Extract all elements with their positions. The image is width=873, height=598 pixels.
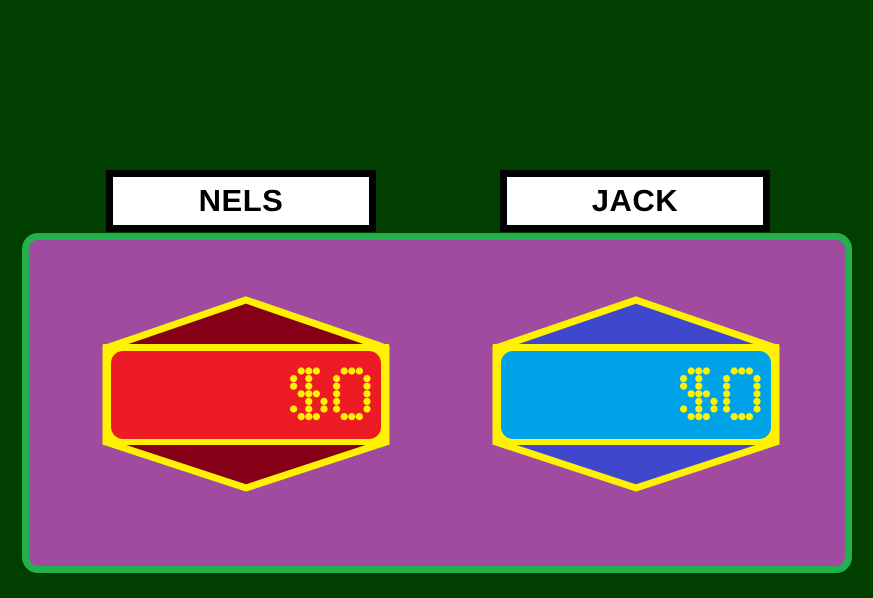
podium-band <box>501 351 771 439</box>
score-dot <box>363 390 371 398</box>
score-dot <box>290 375 298 383</box>
score-dot <box>305 375 313 383</box>
score-dot <box>320 397 328 405</box>
score-dot <box>723 375 731 383</box>
score-dot <box>297 390 305 398</box>
score-dot <box>290 405 298 413</box>
score-dot <box>297 413 305 421</box>
score-dot <box>305 405 313 413</box>
score-dot <box>333 405 341 413</box>
score-dot <box>738 367 746 375</box>
score-dot <box>745 413 753 421</box>
score-dot <box>695 413 703 421</box>
score-dot <box>730 413 738 421</box>
score-dot <box>305 367 313 375</box>
score-dot <box>710 405 718 413</box>
score-dot <box>333 390 341 398</box>
score-dot <box>363 405 371 413</box>
score-dot <box>305 413 313 421</box>
player-name-plate-nels: NELS <box>106 170 376 232</box>
score-dot <box>290 382 298 390</box>
score-display <box>290 367 371 421</box>
score-dot <box>753 397 761 405</box>
score-dot <box>305 397 313 405</box>
score-dot <box>695 390 703 398</box>
score-dot <box>753 405 761 413</box>
score-dot <box>687 413 695 421</box>
score-dot <box>363 397 371 405</box>
score-dot <box>333 397 341 405</box>
score-podium-nels <box>102 296 390 492</box>
score-dot <box>340 413 348 421</box>
score-dot <box>753 390 761 398</box>
score-dot <box>305 390 313 398</box>
score-display <box>680 367 761 421</box>
score-dot <box>695 405 703 413</box>
score-dot <box>355 413 363 421</box>
score-dot <box>730 367 738 375</box>
score-dot <box>363 382 371 390</box>
score-dot <box>753 375 761 383</box>
score-dot <box>687 367 695 375</box>
score-dot <box>695 375 703 383</box>
score-dot <box>702 390 710 398</box>
player-name-plate-jack: JACK <box>500 170 770 232</box>
score-dot <box>723 382 731 390</box>
score-dot <box>723 390 731 398</box>
score-dot <box>702 367 710 375</box>
score-dot <box>312 390 320 398</box>
score-dot <box>305 382 313 390</box>
score-dot <box>333 382 341 390</box>
score-dot <box>333 375 341 383</box>
score-dot <box>695 397 703 405</box>
score-dot <box>753 382 761 390</box>
score-dot <box>680 382 688 390</box>
score-digit <box>723 367 761 421</box>
score-dot <box>745 367 753 375</box>
score-digit <box>680 367 718 421</box>
score-dot <box>723 405 731 413</box>
score-dot <box>710 397 718 405</box>
score-dot <box>320 405 328 413</box>
score-dot <box>312 367 320 375</box>
score-dot <box>738 413 746 421</box>
player-name: NELS <box>198 183 284 218</box>
score-digit <box>333 367 371 421</box>
score-dot <box>680 375 688 383</box>
player-name: JACK <box>591 183 679 218</box>
score-digit <box>290 367 328 421</box>
score-dot <box>348 367 356 375</box>
score-dot <box>702 413 710 421</box>
score-dot <box>363 375 371 383</box>
score-dot <box>355 367 363 375</box>
score-dot <box>695 367 703 375</box>
score-dot <box>695 382 703 390</box>
score-dot <box>297 367 305 375</box>
score-dot <box>340 367 348 375</box>
podium-band <box>111 351 381 439</box>
score-dot <box>723 397 731 405</box>
score-podium-jack <box>492 296 780 492</box>
score-dot <box>680 405 688 413</box>
score-dot <box>348 413 356 421</box>
score-dot <box>687 390 695 398</box>
score-dot <box>312 413 320 421</box>
